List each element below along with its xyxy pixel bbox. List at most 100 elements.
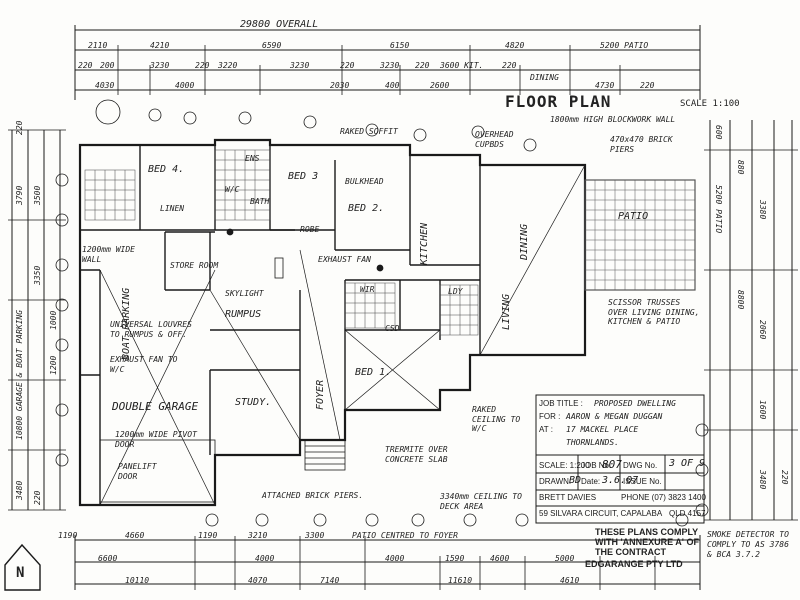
bottom-dim: 4660 (125, 531, 145, 540)
designer-state: QLD 4157 (669, 509, 706, 518)
room-label-bath: BATH (250, 197, 270, 206)
top-dim: 3230 (150, 61, 170, 70)
bottom-dim: 10110 (125, 576, 150, 585)
room-label-bed4: BED 4. (148, 164, 185, 175)
left-dim: 220 (15, 120, 24, 135)
left-dim: 220 (33, 490, 42, 505)
top-dim: 220 (78, 61, 93, 70)
right-dim: 3380 (758, 200, 767, 220)
room-label-wir: WIR (360, 285, 375, 294)
left-dim: 3790 (15, 185, 24, 205)
note-universal: UNIVERSAL LOUVRES TO RUMPUS & OFF. (110, 320, 192, 339)
note-brick-piers: 470x470 BRICK PIERS (610, 135, 673, 154)
note-overhead: OVERHEAD CUPBDS (475, 130, 514, 149)
title-block: JOB TITLE : PROPOSED DWELLING FOR : AARO… (536, 395, 706, 523)
dwg-no: 3 OF 9 (669, 458, 706, 469)
bottom-dim: 1590 (445, 554, 465, 563)
bottom-dim: 7140 (320, 576, 340, 585)
room-label-bed3: BED 3 (288, 171, 319, 182)
top-dim: 2110 (88, 41, 108, 50)
top-dim: 220 (340, 61, 355, 70)
room-label-living: LIVING (501, 293, 512, 330)
room-label-bed1: BED 1. (355, 367, 392, 378)
top-dim: 2030 (330, 81, 350, 90)
room-label-ldy: LDY (448, 287, 463, 296)
room-label-rumpus: RUMPUS (225, 309, 262, 320)
note-raked-ceiling: RAKED CEILING TO W/C (472, 405, 521, 434)
room-label-garage: DOUBLE GARAGE (112, 400, 199, 413)
drawn-label: DRAWN: (539, 477, 572, 486)
bottom-dim: 1190 (198, 531, 218, 540)
top-dim: 220 (195, 61, 210, 70)
left-dim: 1200 (49, 355, 58, 375)
top-dim: 220 (502, 61, 517, 70)
right-dim: 1600 (758, 400, 767, 420)
room-label-kitchen: KITCHEN (419, 222, 430, 265)
note-scissor: SCISSOR TRUSSES OVER LIVING DINING, KITC… (608, 298, 700, 327)
bottom-dim: 3300 (305, 531, 325, 540)
compliance-stamp-line1: THESE PLANS COMPLY (595, 527, 699, 537)
note-raked-soffit: RAKED SOFFIT (340, 127, 398, 136)
note-pivot: 1200mm WIDE PIVOT DOOR (115, 430, 197, 449)
bottom-dim: 4070 (248, 576, 268, 585)
room-label-foyer: FOYER (315, 379, 326, 410)
note-skylight: SKYLIGHT (225, 289, 264, 298)
bottom-dim: 4610 (560, 576, 580, 585)
note-exhaust-fan: EXHAUST FAN (318, 255, 371, 264)
room-label-wc: W/C (225, 185, 240, 194)
designer-address: 59 SILVARA CIRCUIT, CAPALABA (539, 509, 663, 518)
note-linen: LINEN (160, 204, 185, 213)
left-dim: 10800 GARAGE & BOAT PARKING (15, 309, 24, 440)
left-dim: 3350 (33, 265, 42, 285)
scale-label: SCALE: 1:200 (539, 461, 590, 470)
note-concrete: TRERMITE OVER CONCRETE SLAB (385, 445, 448, 464)
top-dim: 4030 (95, 81, 115, 90)
top-dim: 2600 (430, 81, 450, 90)
bottom-dim: 3210 (248, 531, 268, 540)
drawing-date: 3.6.07 (602, 475, 639, 486)
designer-name: BRETT DAVIES (539, 493, 597, 502)
right-dim: 600 (714, 125, 723, 140)
bottom-dim: 4600 (490, 554, 510, 563)
room-label-store: STORE ROOM (170, 261, 219, 270)
at-label: AT : (539, 425, 553, 434)
top-dim: 4730 (595, 81, 615, 90)
note-csd: CSD (385, 324, 400, 333)
job-no-label: JOB No. (581, 461, 612, 470)
bottom-dim: PATIO CENTRED TO FOYER (352, 531, 458, 540)
north-arrow-label: N (16, 565, 25, 581)
note-attached-piers: ATTACHED BRICK PIERS. (262, 491, 364, 500)
bottom-dim: 6600 (98, 554, 118, 563)
note-wide-wall: 1200mm WIDE WALL (82, 245, 135, 264)
drawing-title: FLOOR PLAN (505, 92, 612, 111)
note-smoke-detector: SMOKE DETECTOR TO COMPLY TO AS 3786 & BC… (707, 530, 789, 559)
room-label-ens: ENS (245, 154, 260, 163)
top-dim: 6590 (262, 41, 282, 50)
client-name: AARON & MEGAN DUGGAN (566, 412, 663, 421)
drawing-scale: SCALE 1:100 (680, 99, 740, 109)
top-dim: 4210 (150, 41, 170, 50)
top-dim: 220 (415, 61, 430, 70)
dwg-no-label: DWG No. (623, 461, 658, 470)
drawn-by: BD (569, 475, 582, 486)
job-title-label: JOB TITLE : (539, 399, 583, 408)
bottom-dim: 4000 (385, 554, 405, 563)
for-label: FOR : (539, 412, 561, 421)
top-dim: 3230 (380, 61, 400, 70)
top-dim: 3230 (290, 61, 310, 70)
right-dim: 8800 (736, 290, 745, 310)
north-arrow (4, 543, 41, 591)
room-label-robe: ROBE (300, 225, 320, 234)
issue-label: ISSUE No. (623, 477, 662, 486)
job-title: PROPOSED DWELLING (594, 399, 676, 408)
note-blockwork: 1800mm HIGH BLOCKWORK WALL (550, 115, 676, 124)
note-bulkhead: BULKHEAD (345, 177, 384, 186)
right-dim: 5200 PATIO (714, 185, 723, 234)
site-address-line2: THORNLANDS. (566, 438, 619, 447)
right-dim: 220 (780, 470, 789, 485)
job-no: 807 (602, 458, 622, 471)
right-dim: 3480 (758, 470, 767, 490)
left-dim: 3480 (15, 480, 24, 500)
room-label-bed2: BED 2. (348, 203, 385, 214)
